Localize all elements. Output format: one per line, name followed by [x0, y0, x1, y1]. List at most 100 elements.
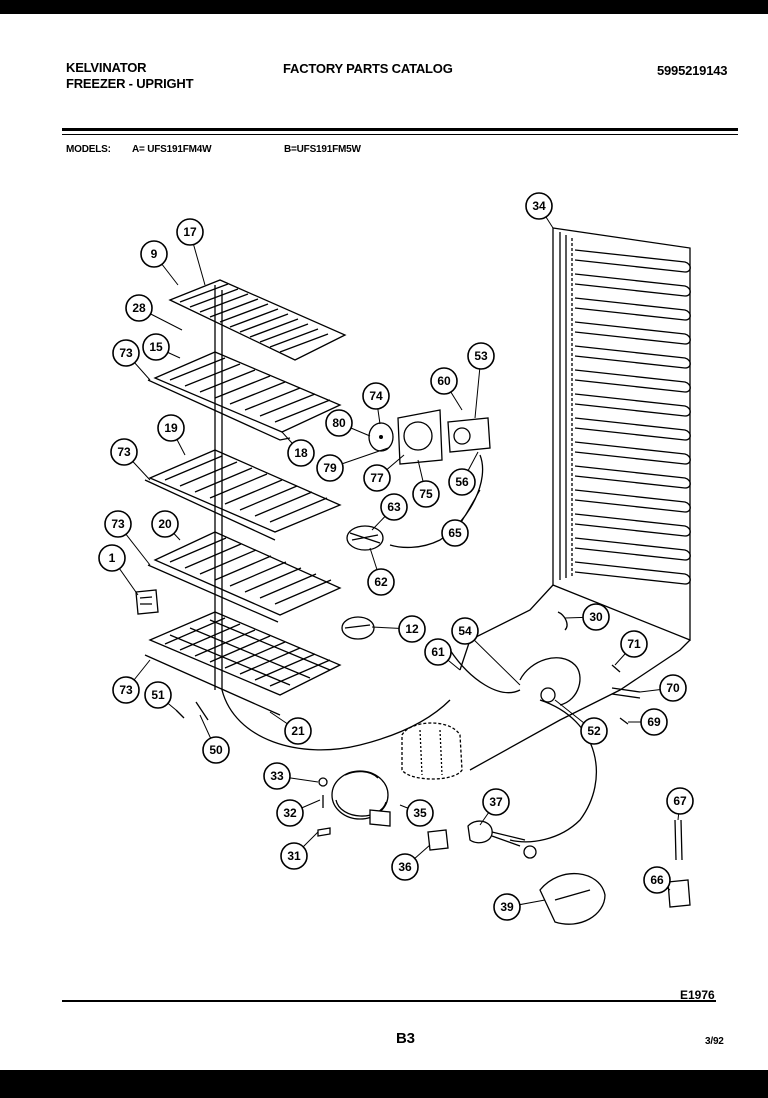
suction-line — [449, 649, 521, 694]
grommet-33 — [318, 777, 328, 787]
clip-31 — [317, 827, 331, 837]
condenser-rung — [574, 537, 691, 561]
callout-71: 71 — [620, 630, 648, 658]
callout-label: 17 — [183, 225, 197, 239]
callout-label: 79 — [323, 461, 337, 475]
callout-label: 69 — [647, 715, 661, 729]
drain-pan-12 — [341, 616, 375, 640]
callout-34: 34 — [525, 192, 553, 220]
condenser-rung — [574, 417, 691, 441]
callout-label: 51 — [151, 688, 165, 702]
accumulator-35 — [401, 722, 463, 780]
callout-label: 54 — [458, 624, 472, 638]
callout-77: 77 — [363, 464, 391, 492]
callout-66: 66 — [643, 866, 671, 894]
part-66 — [667, 879, 691, 908]
catalog-title: FACTORY PARTS CATALOG — [283, 61, 453, 76]
callout-label: 65 — [448, 526, 462, 540]
part-30 — [557, 611, 568, 631]
callout-label: 37 — [489, 795, 503, 809]
fan-motor-assembly — [368, 409, 491, 549]
model-b: B=UFS191FM5W — [284, 144, 361, 155]
callout-15: 15 — [142, 333, 170, 361]
callout-73: 73 — [110, 438, 138, 466]
callout-67: 67 — [666, 787, 694, 815]
wiring-harness — [221, 689, 451, 751]
part-51 — [175, 709, 185, 719]
shelf-19 — [144, 449, 342, 541]
compressor — [331, 770, 391, 827]
callout-label: 66 — [650, 873, 664, 887]
condenser-rung — [574, 273, 691, 297]
condenser-rung — [574, 393, 691, 417]
callout-75: 75 — [412, 480, 440, 508]
callout-label: 18 — [294, 446, 308, 460]
shelf-21-basket — [144, 611, 342, 716]
condenser-rung — [574, 465, 691, 489]
condenser-rung — [574, 345, 691, 369]
callout-label: 28 — [132, 301, 146, 315]
models-label: MODELS: — [66, 144, 111, 155]
shelf-20 — [147, 531, 342, 623]
callout-label: 53 — [474, 349, 488, 363]
callout-label: 56 — [455, 475, 469, 489]
callout-35: 35 — [406, 799, 434, 827]
callout-79: 79 — [316, 454, 344, 482]
callout-37: 37 — [482, 788, 510, 816]
callout-label: 32 — [283, 806, 297, 820]
header-rule-thick — [62, 128, 738, 131]
callout-label: 19 — [164, 421, 178, 435]
part-67 — [674, 819, 683, 861]
callout-28: 28 — [125, 294, 153, 322]
page-number: B3 — [396, 1030, 415, 1047]
callout-74: 74 — [362, 382, 390, 410]
callout-20: 20 — [151, 510, 179, 538]
catalog-number: 5995219143 — [657, 63, 728, 78]
callout-54: 54 — [451, 617, 479, 645]
condenser-rung — [574, 513, 691, 537]
relay-36 — [427, 829, 449, 851]
callout-39: 39 — [493, 893, 521, 921]
damper-control-63 — [346, 525, 384, 551]
callout-33: 33 — [263, 762, 291, 790]
callout-53: 53 — [467, 342, 495, 370]
callout-1: 1 — [98, 544, 126, 572]
vertical-drain-tube — [214, 285, 223, 690]
callout-73: 73 — [104, 510, 132, 538]
revision-date: 3/92 — [705, 1036, 724, 1047]
callout-label: 73 — [111, 517, 125, 531]
callout-label: 73 — [117, 445, 131, 459]
cover-39 — [539, 873, 606, 925]
callout-label: 63 — [387, 500, 401, 514]
callout-70: 70 — [659, 674, 687, 702]
condenser-rung — [574, 249, 691, 273]
callout-50: 50 — [202, 736, 230, 764]
condenser-rung — [574, 297, 691, 321]
callout-label: 61 — [431, 645, 445, 659]
callout-65: 65 — [441, 519, 469, 547]
part-69 — [619, 717, 629, 725]
callout-label: 31 — [287, 849, 301, 863]
callout-label: 60 — [437, 374, 451, 388]
callout-label: 70 — [666, 681, 680, 695]
callout-label: 34 — [532, 199, 546, 213]
callout-label: 74 — [369, 389, 383, 403]
callout-label: 35 — [413, 806, 427, 820]
callout-61: 61 — [424, 638, 452, 666]
top-scan-border — [0, 0, 768, 14]
overload-37 — [467, 820, 537, 859]
callout-label: 39 — [500, 900, 514, 914]
callout-73: 73 — [112, 676, 140, 704]
callout-32: 32 — [276, 799, 304, 827]
callout-label: 73 — [119, 346, 133, 360]
callout-73: 73 — [112, 339, 140, 367]
callout-36: 36 — [391, 853, 419, 881]
callout-label: 15 — [149, 340, 163, 354]
callout-51: 51 — [144, 681, 172, 709]
callout-69: 69 — [640, 708, 668, 736]
callout-label: 50 — [209, 743, 223, 757]
callout-21: 21 — [284, 717, 312, 745]
callout-63: 63 — [380, 493, 408, 521]
part-71 — [611, 664, 621, 673]
